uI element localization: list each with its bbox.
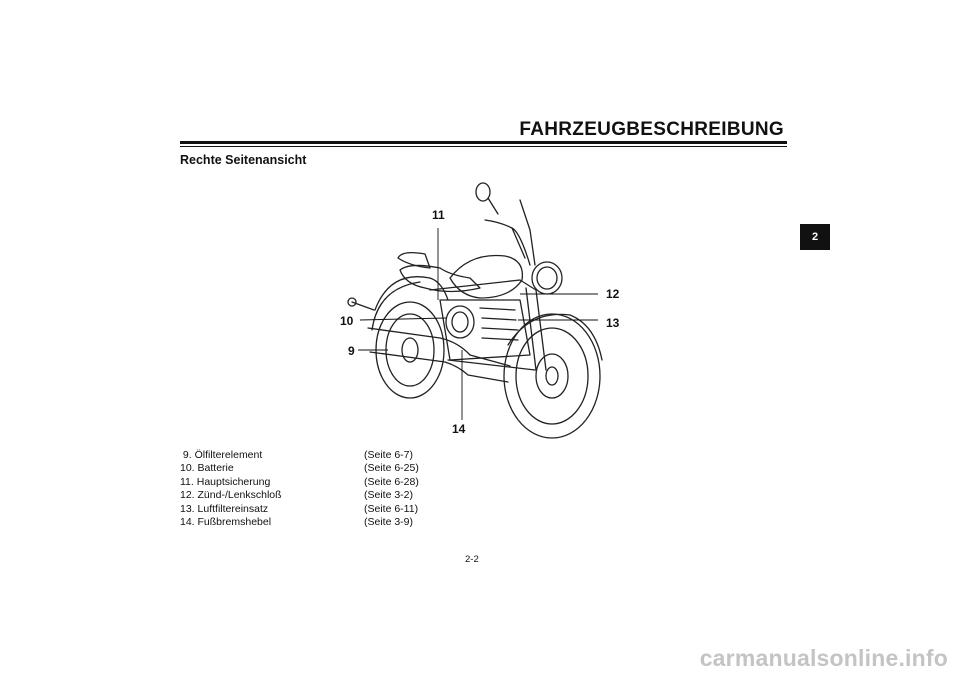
part-page-ref: (Seite 6-25) (364, 462, 419, 475)
part-page-ref: (Seite 6-7) (364, 449, 414, 461)
part-page-ref: (Seite 6-11) (364, 502, 419, 515)
page-header-title: FAHRZEUGBESCHREIBUNG (519, 119, 784, 140)
list-item: 9. Ölfilterelement (Seite 6-7) (180, 449, 419, 462)
chapter-tab: 2 (800, 224, 830, 250)
part-name: 11. Hauptsicherung (180, 475, 271, 488)
part-name: 12. Zünd-/Lenkschloß (180, 489, 282, 502)
part-name: 9. Ölfilterelement (180, 449, 263, 461)
header-rule-thin (180, 146, 787, 147)
part-page-ref: (Seite 6-28) (364, 475, 419, 488)
callout-10: 10 (340, 314, 354, 328)
motorcycle-illustration (347, 182, 603, 439)
part-page-ref: (Seite 3-2) (364, 489, 414, 502)
chapter-tab-number: 2 (811, 231, 819, 243)
part-name: 14. Fußbremshebel (180, 516, 272, 529)
list-item: 11. Hauptsicherung (Seite 6-28) (180, 476, 419, 489)
callout-11: 11 (432, 208, 445, 222)
callout-9: 9 (348, 344, 355, 358)
leader-line-10 (359, 317, 447, 321)
callout-14: 14 (452, 422, 466, 436)
callout-13: 13 (606, 316, 620, 330)
list-item: 10. Batterie (Seite 6-25) (180, 462, 419, 475)
header-rule-thick (180, 141, 787, 144)
page-number: 2-2 (465, 554, 479, 565)
front-wheel (503, 313, 601, 439)
part-page-ref: (Seite 3-9) (364, 516, 414, 529)
callout-12: 12 (606, 287, 620, 301)
watermark: carmanualsonline.info (699, 645, 948, 671)
parts-list: 9. Ölfilterelement (Seite 6-7) 10. Batte… (180, 449, 419, 529)
part-name: 13. Luftfiltereinsatz (180, 502, 269, 515)
list-item: 12. Zünd-/Lenkschloß (Seite 3-2) (180, 489, 419, 502)
section-title: Rechte Seitenansicht (180, 153, 307, 167)
part-name: 10. Batterie (180, 462, 234, 475)
list-item: 14. Fußbremshebel (Seite 3-9) (180, 516, 419, 529)
list-item: 13. Luftfiltereinsatz (Seite 6-11) (180, 503, 419, 516)
